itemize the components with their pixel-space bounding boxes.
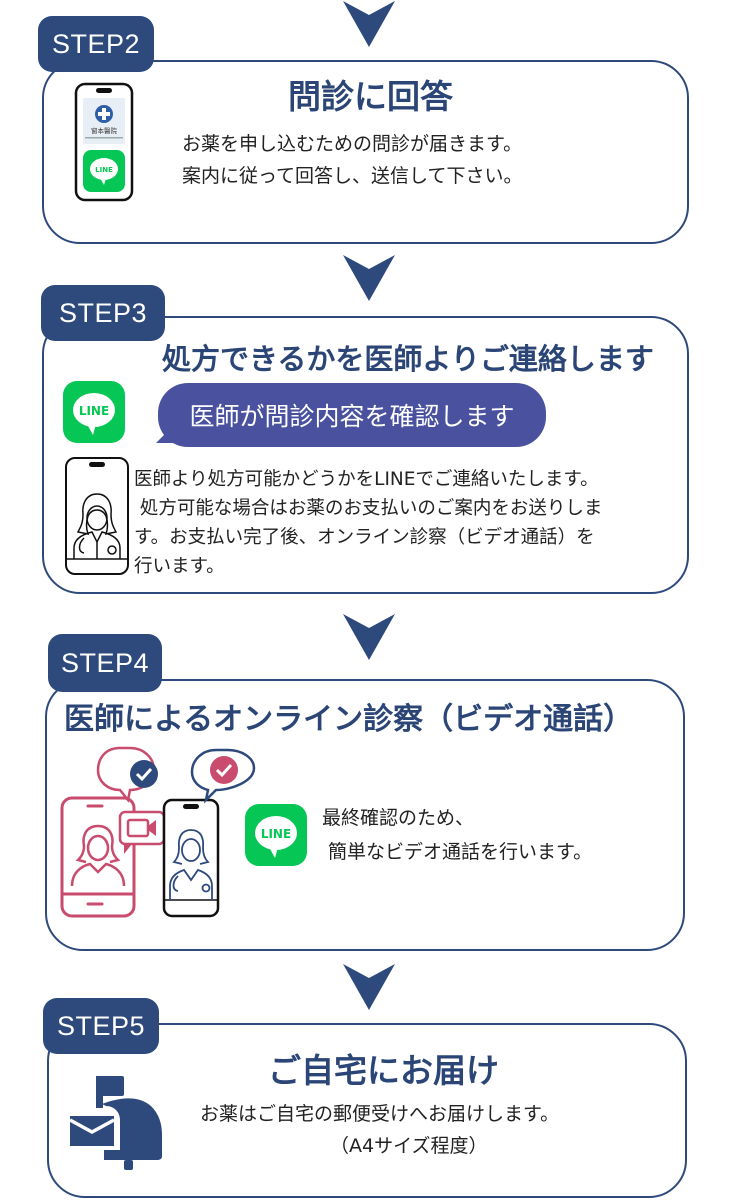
svg-text:LINE: LINE: [261, 827, 291, 841]
step2-title: 問診に回答: [288, 77, 453, 116]
step3-box: [42, 316, 689, 594]
step4-title: 医師によるオンライン診察（ビデオ通話）: [64, 702, 634, 737]
svg-text:LINE: LINE: [79, 404, 109, 418]
video-call-illustration: [58, 746, 258, 918]
step2-tab: STEP2: [38, 16, 154, 72]
down-arrow-icon: [343, 0, 395, 48]
smartphone-doctor-icon: [64, 456, 130, 576]
down-arrow-icon: [343, 964, 395, 1010]
smartphone-clinic-line-icon: 窗本醫院 LINE: [74, 82, 134, 202]
mailbox-icon: [68, 1074, 164, 1170]
line-app-icon: LINE: [245, 804, 307, 866]
step2-line-2: 案内に従って回答し、送信して下さい。: [182, 165, 523, 187]
down-arrow-icon: [343, 614, 395, 660]
step4-line-2: 簡単なビデオ通話を行います。: [322, 841, 593, 863]
step4-line-1: 最終確認のため、: [322, 807, 475, 829]
step5-line-2: （A4サイズ程度）: [330, 1135, 488, 1157]
step2-line-1: お薬を申し込むための問診が届きます。: [182, 133, 523, 155]
step2-box: [42, 60, 689, 244]
step3-title: 処方できるかを医師よりご連絡します: [162, 342, 654, 376]
down-arrow-icon: [343, 255, 395, 301]
step5-tab: STEP5: [43, 998, 159, 1054]
step4-tab: STEP4: [48, 634, 162, 692]
step5-title: ご自宅にお届け: [268, 1051, 499, 1090]
step3-line-3: す。お支払い完了後、オンライン診察（ビデオ通話）を: [134, 527, 595, 548]
step5-line-1: お薬はご自宅の郵便受けへお届けします。: [200, 1103, 560, 1125]
step3-line-1: 医師より処方可能かどうかをLINEでご連絡いたします。: [134, 469, 599, 490]
confirm-bubble: 医師が問診内容を確認します: [158, 383, 546, 447]
step3-line-2: 処方可能な場合はお薬のお支払いのご案内をお送りしま: [134, 498, 603, 519]
svg-text:LINE: LINE: [95, 166, 113, 174]
step3-tab: STEP3: [41, 285, 165, 341]
clinic-name: 窗本醫院: [91, 126, 118, 135]
line-app-icon: LINE: [63, 381, 125, 443]
step3-line-4: 行います。: [134, 556, 225, 577]
